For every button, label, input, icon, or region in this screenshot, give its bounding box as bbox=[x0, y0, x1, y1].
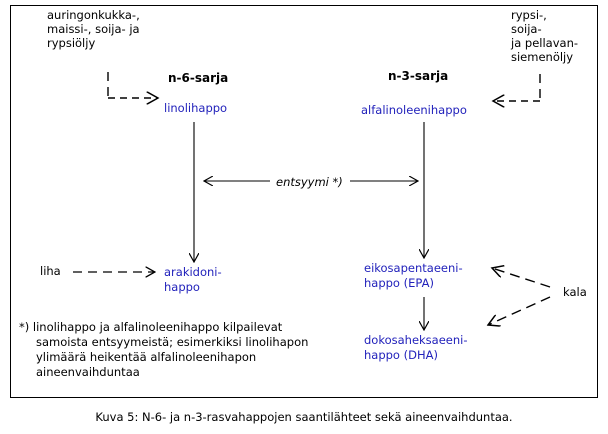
text-line: auringonkukka-, bbox=[47, 8, 140, 22]
node-dha: dokosaheksaeeni-happo (DHA) bbox=[364, 333, 468, 363]
enzyme-label: entsyymi *) bbox=[276, 175, 343, 189]
text-line: soija- bbox=[511, 22, 542, 36]
source-label-liha: liha bbox=[40, 264, 61, 278]
text-line: maissi-, soija- ja bbox=[47, 22, 140, 36]
text-line: ylimäärä heikentää alfalinoleenihapon bbox=[36, 350, 257, 364]
text-line: happo (DHA) bbox=[364, 348, 438, 362]
source-label-kala: kala bbox=[563, 285, 587, 299]
text-line: linolihappo bbox=[164, 101, 228, 115]
text-line: *) linolihappo ja alfalinoleenihappo kil… bbox=[19, 320, 283, 334]
node-arakidonihappo: arakidoni-happo bbox=[164, 265, 222, 295]
footnote-text: *) linolihappo ja alfalinoleenihappo kil… bbox=[19, 320, 308, 380]
heading-n3-series: n-3-sarja bbox=[388, 69, 449, 83]
text-line: aineenvaihduntaa bbox=[36, 365, 140, 379]
text-line: happo bbox=[164, 280, 200, 294]
text-line: dokosaheksaeeni- bbox=[364, 333, 468, 347]
text-line: alfalinoleenihappo bbox=[361, 103, 467, 117]
heading-n6-series: n-6-sarja bbox=[168, 71, 229, 85]
node-epa: eikosapentaeeni-happo (EPA) bbox=[364, 261, 463, 291]
text-line: ja pellavan- bbox=[511, 36, 579, 50]
figure-caption: Kuva 5: N-6- ja n-3-rasvahappojen saanti… bbox=[95, 410, 513, 424]
text-line: rypsi-, bbox=[511, 8, 547, 22]
text-line: eikosapentaeeni- bbox=[364, 261, 463, 275]
diagram-frame bbox=[10, 5, 598, 398]
text-line: arakidoni- bbox=[164, 265, 222, 279]
text-line: happo (EPA) bbox=[364, 276, 434, 290]
node-linolihappo: linolihappo bbox=[164, 101, 227, 116]
text-line: samoista entsyymeistä; esimerkiksi linol… bbox=[36, 335, 309, 349]
text-line: siemenöljy bbox=[511, 50, 574, 64]
text-line: rypsiöljy bbox=[47, 36, 96, 50]
node-alfalinoleenihappo: alfalinoleenihappo bbox=[361, 103, 467, 118]
source-label-n3-oils: rypsi-,soija-ja pellavan-siemenöljy bbox=[511, 8, 578, 64]
